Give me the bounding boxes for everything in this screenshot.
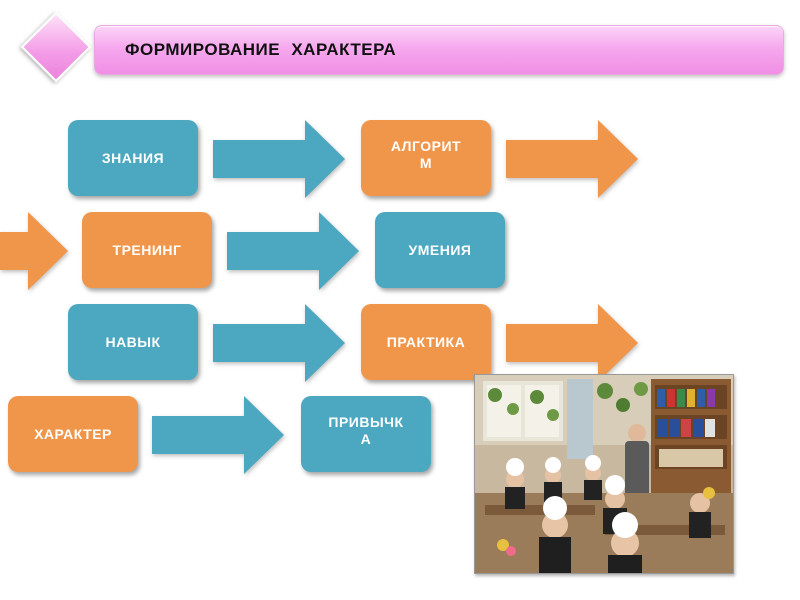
box-praktika: ПРАКТИКА bbox=[361, 304, 491, 380]
title-banner: ФОРМИРОВАНИЕ ХАРАКТЕРА bbox=[94, 25, 784, 75]
arrow-right-icon bbox=[152, 396, 284, 474]
box-znaniya: ЗНАНИЯ bbox=[68, 120, 198, 196]
classroom-photo bbox=[474, 374, 734, 574]
arrow-right-icon bbox=[213, 120, 345, 198]
arrow-right-icon bbox=[0, 212, 68, 290]
arrow-right-icon bbox=[227, 212, 359, 290]
box-navyk: НАВЫК bbox=[68, 304, 198, 380]
box-kharakter: ХАРАКТЕР bbox=[8, 396, 138, 472]
page-title: ФОРМИРОВАНИЕ ХАРАКТЕРА bbox=[125, 40, 397, 59]
box-trening: ТРЕНИНГ bbox=[82, 212, 212, 288]
box-privychka: ПРИВЫЧК А bbox=[301, 396, 431, 472]
arrow-right-icon bbox=[213, 304, 345, 382]
arrow-right-icon bbox=[506, 304, 638, 382]
box-umeniya: УМЕНИЯ bbox=[375, 212, 505, 288]
diamond-icon bbox=[20, 11, 92, 83]
box-algoritm: АЛГОРИТ М bbox=[361, 120, 491, 196]
arrow-right-icon bbox=[506, 120, 638, 198]
